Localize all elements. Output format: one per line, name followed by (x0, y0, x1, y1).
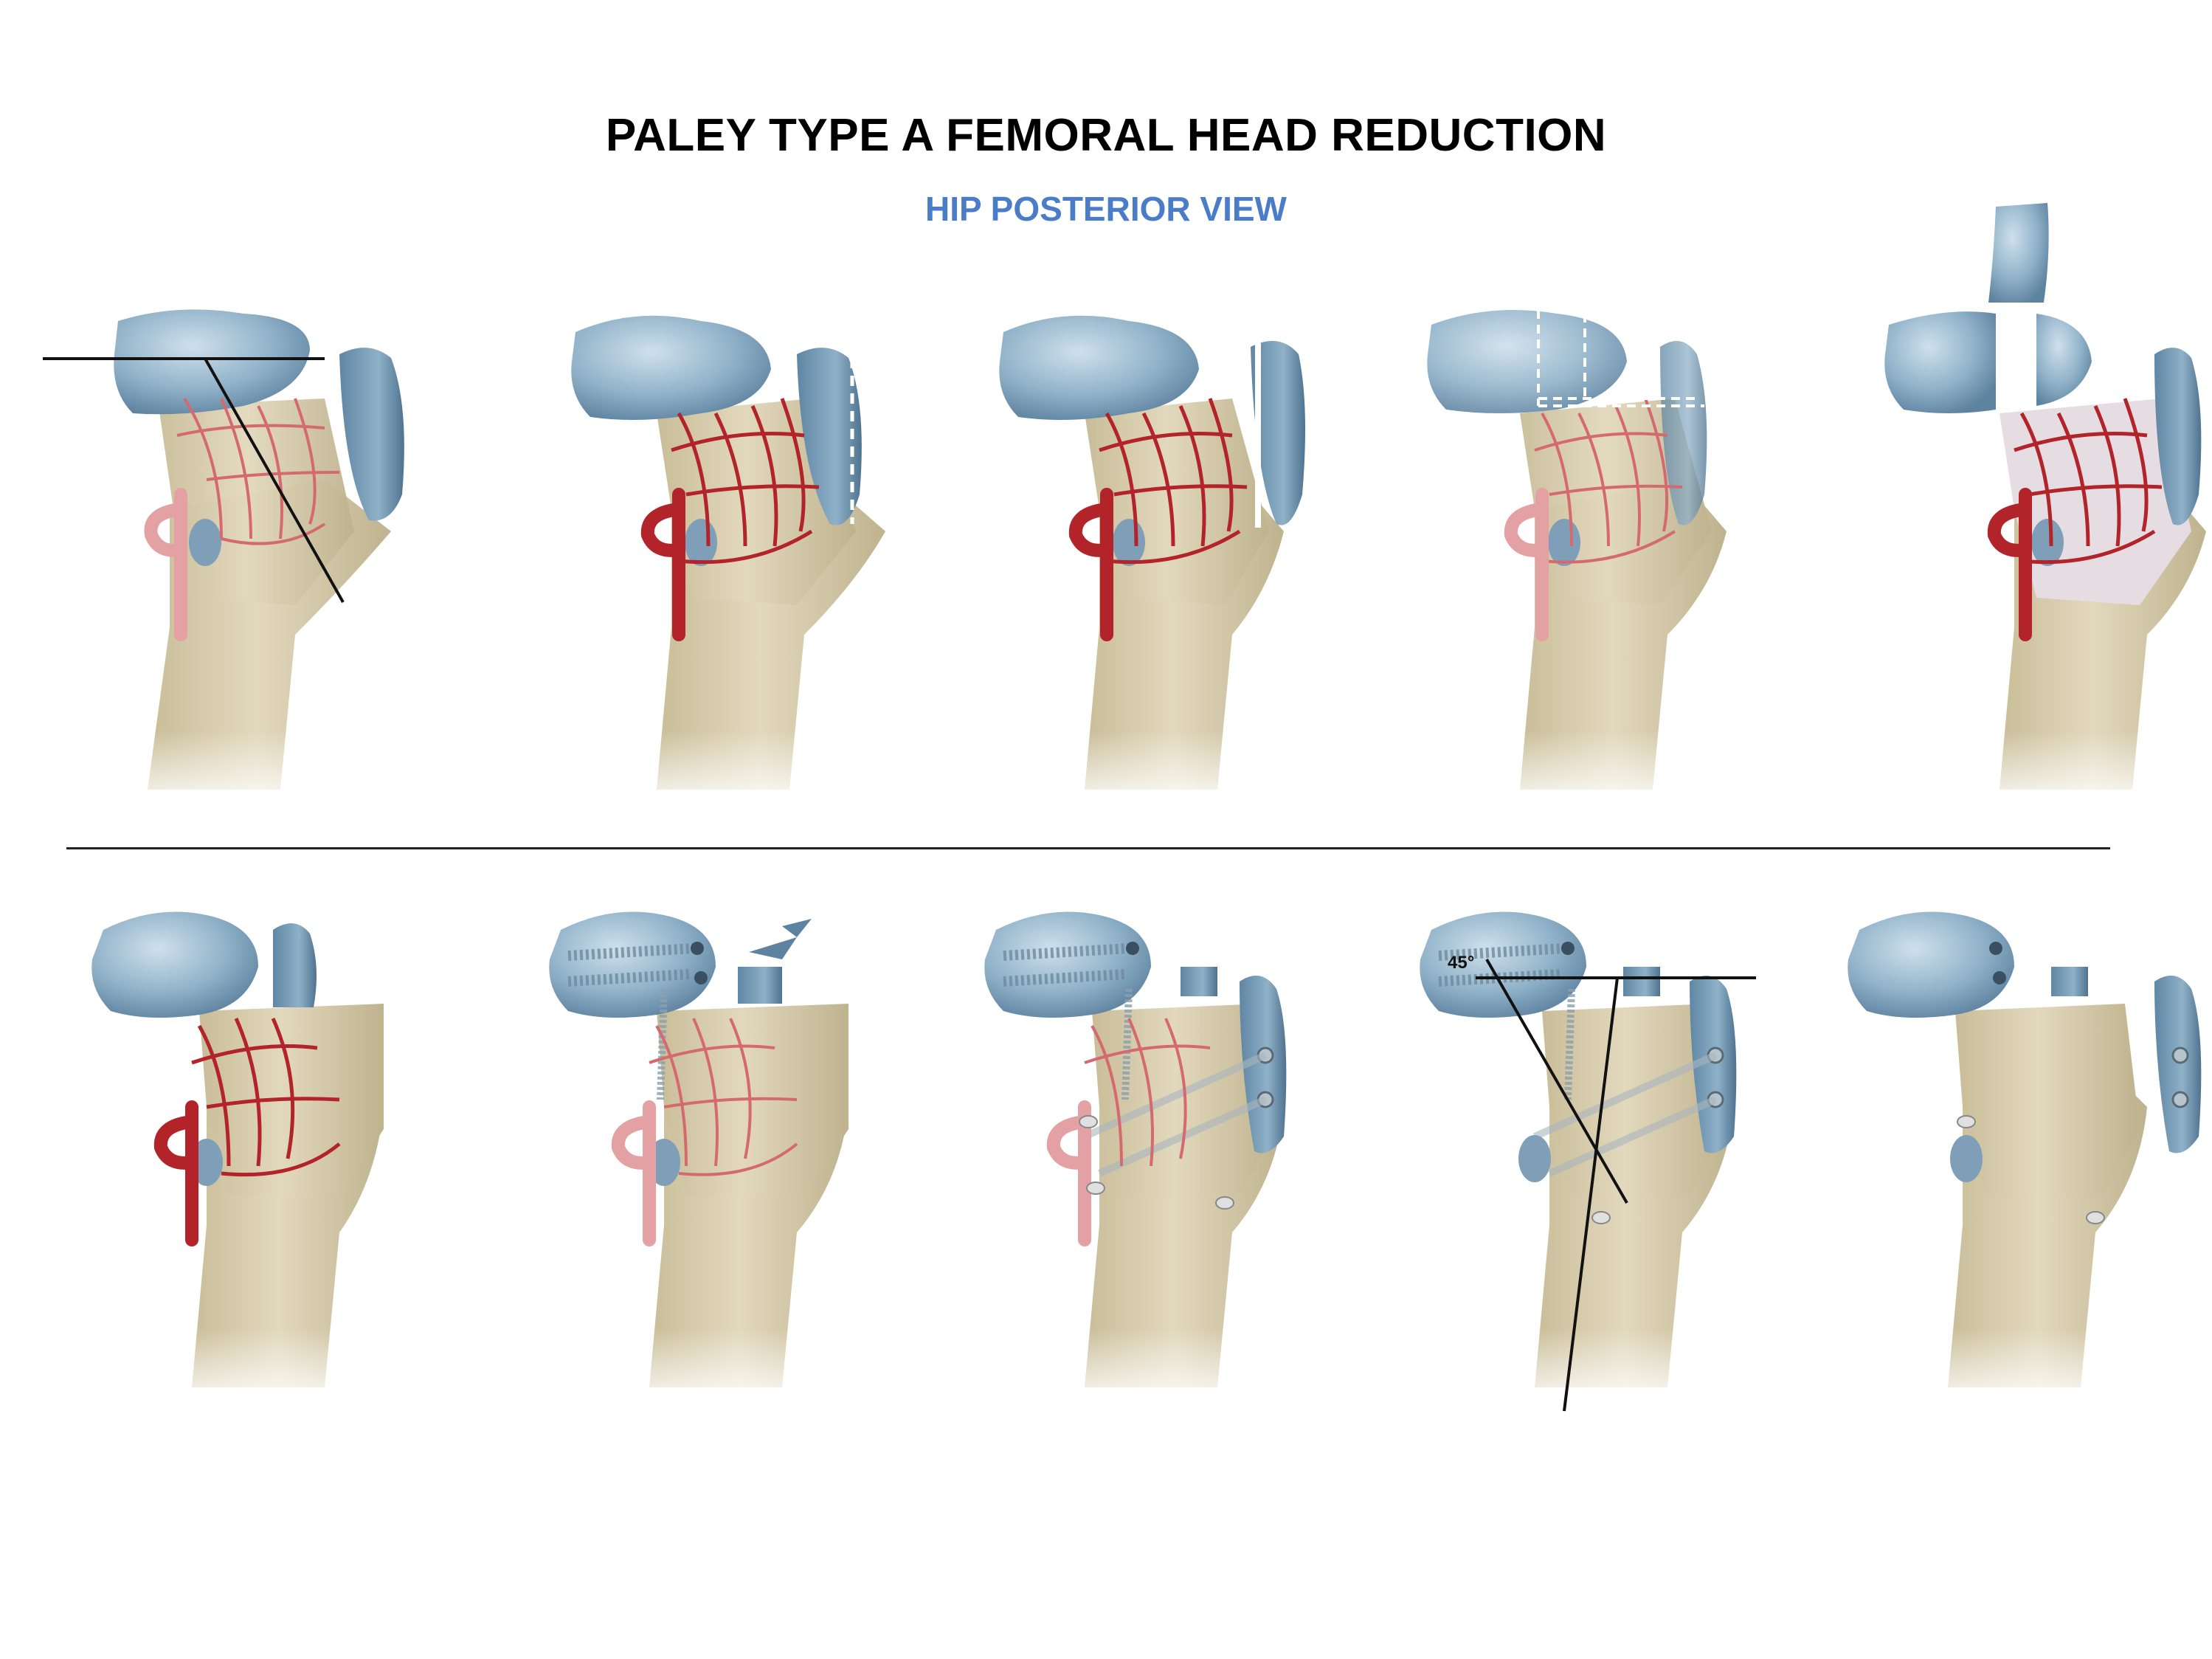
greater-trochanter (797, 348, 862, 525)
circumflex-artery (1068, 488, 1113, 641)
proximal-femur (635, 1004, 848, 1410)
trochanter-fragment (1181, 967, 1217, 996)
osteotomy-lines (43, 357, 345, 603)
trochanter-fragment (738, 967, 782, 1004)
screw-tip-icon (2086, 1211, 2105, 1224)
femoral-head (571, 315, 771, 420)
wedge-fragment-icon (749, 919, 812, 959)
lesser-trochanter (189, 519, 221, 566)
femoral-head (91, 911, 259, 1018)
femoral-head (1420, 911, 1586, 1018)
screw-tip-icon (1591, 1211, 1611, 1224)
greater-trochanter (2154, 976, 2202, 1153)
femoral-head (549, 911, 716, 1018)
lesser-trochanter (1113, 519, 1145, 566)
row-divider (66, 847, 2110, 849)
circumflex-artery (144, 488, 187, 641)
lesser-trochanter (1548, 519, 1580, 566)
screw-head-icon (1561, 942, 1575, 955)
circumflex-artery (153, 1100, 198, 1246)
removed-wedge (1988, 203, 2049, 303)
vessel-network (671, 398, 820, 565)
circumflex-artery (1504, 488, 1549, 641)
panel-step-9: 45° (1402, 886, 1815, 1446)
panel-step-6 (59, 886, 472, 1446)
vessel-network (176, 397, 340, 545)
greater-trochanter (339, 348, 404, 521)
angle-label: 45° (1448, 953, 1474, 973)
screw-head-icon (2171, 1091, 2189, 1108)
screw-tip-icon (1957, 1115, 1976, 1128)
greater-trochanter (273, 923, 317, 1007)
panel-step-3 (885, 288, 1305, 849)
angle-lines (1476, 959, 1756, 1412)
dashed-head-wedge (1537, 310, 1704, 407)
vessel-network (2014, 398, 2163, 565)
screw-head-icon (694, 971, 708, 984)
panel-step-4 (1350, 288, 1763, 849)
greater-trochanter (2154, 348, 2202, 525)
screw-head-icon (1989, 942, 2002, 955)
femoral-neck (1955, 1004, 2140, 1196)
femoral-head (114, 309, 310, 415)
vessel-network (1099, 398, 1248, 565)
trochanter-screws (1532, 1052, 1718, 1177)
panel-step-8 (952, 886, 1365, 1446)
femoral-head (999, 315, 1199, 420)
lesser-trochanter (685, 519, 717, 566)
vessel-network (1534, 398, 1683, 564)
proximal-femur (1933, 1004, 2147, 1410)
femoral-head-lateral (2036, 314, 2092, 406)
screw-head-icon (2171, 1046, 2189, 1064)
circumflex-artery (1987, 488, 2032, 641)
screw-head-icon (1993, 971, 2006, 984)
circumflex-artery (640, 488, 685, 641)
panel-step-2 (457, 288, 885, 849)
screw-tip-icon (1086, 1182, 1105, 1195)
vessel-network (649, 1018, 798, 1176)
screw-tip-icon (1215, 1196, 1234, 1210)
lesser-trochanter (1950, 1135, 1983, 1182)
greater-trochanter (1251, 341, 1305, 525)
greater-trochanter (1660, 341, 1707, 525)
femoral-head (1848, 911, 2014, 1018)
femoral-head (1427, 310, 1627, 413)
screw-head-icon (1126, 942, 1139, 955)
circumflex-artery (1046, 1100, 1091, 1246)
femoral-neck (1542, 1004, 1727, 1196)
lesser-trochanter (2031, 519, 2064, 566)
screw-tip-icon (1079, 1115, 1098, 1128)
femoral-head-medial (1884, 311, 1996, 413)
panel-step-10 (1800, 886, 2212, 1446)
page-subtitle: HIP POSTERIOR VIEW (925, 190, 1287, 228)
page-title: PALEY TYPE A FEMORAL HEAD REDUCTION (605, 110, 1607, 161)
trochanter-fragment (2051, 967, 2088, 996)
panel-step-7 (516, 886, 930, 1446)
vessel-network (1084, 1018, 1211, 1167)
femoral-head (984, 911, 1151, 1018)
circumflex-artery (611, 1100, 656, 1246)
trochanter-screws (1082, 1052, 1268, 1177)
vessel-network (191, 1017, 341, 1177)
panel-step-5 (1800, 203, 2212, 849)
screw-head-icon (691, 942, 704, 955)
panel-step-1 (0, 288, 413, 849)
trochanter-fragment (1623, 967, 1660, 996)
proximal-femur (177, 1004, 384, 1410)
head-screws (567, 943, 694, 987)
lesser-trochanter (1518, 1135, 1551, 1182)
head-screws (1003, 943, 1130, 987)
